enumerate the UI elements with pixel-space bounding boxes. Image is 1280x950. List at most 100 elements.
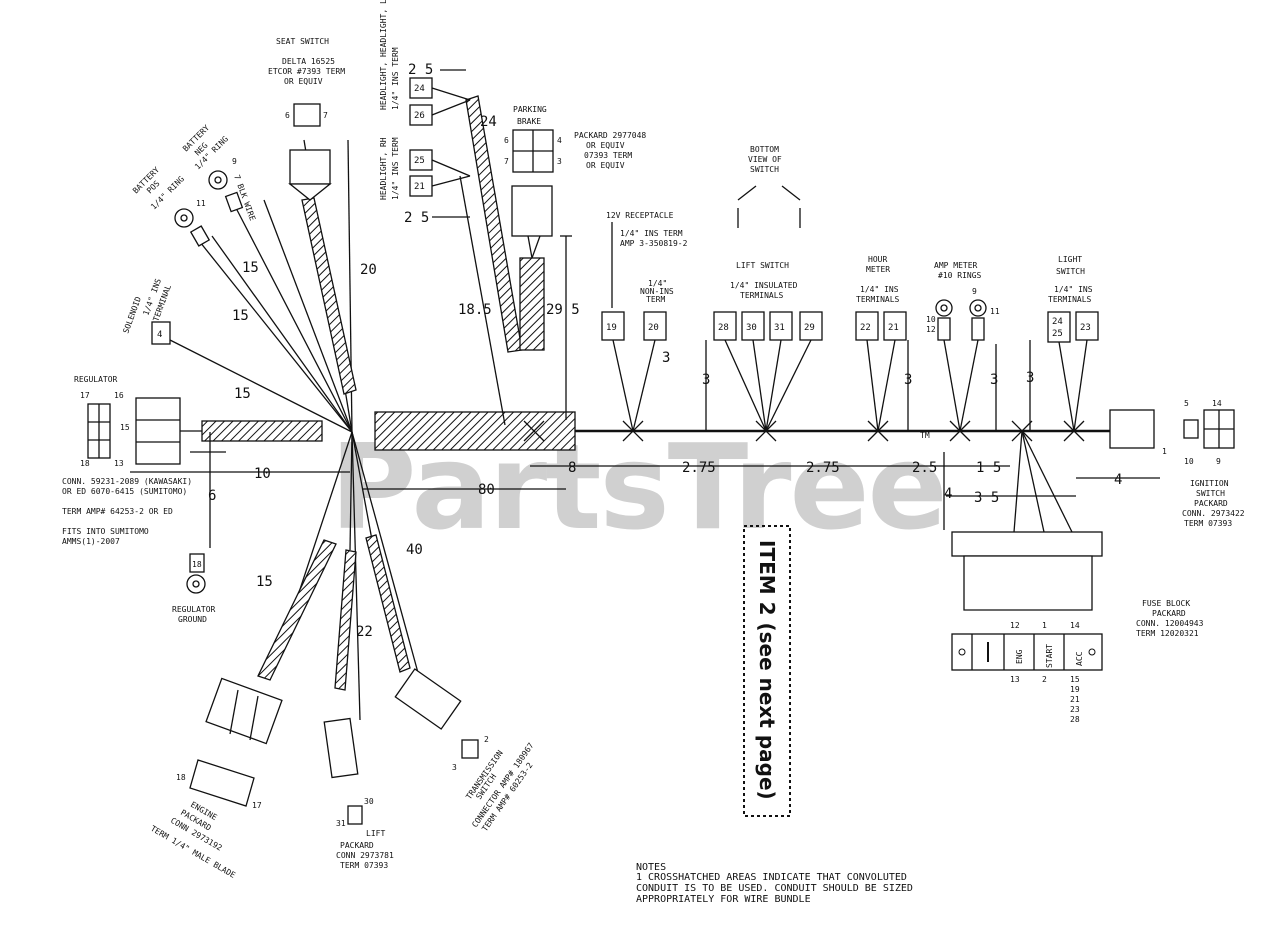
dim-18-5: 18.5 xyxy=(458,302,492,318)
terminal-19-label: 19 xyxy=(606,323,617,333)
seat-switch-connector xyxy=(293,103,321,127)
fuse-block-cover-body xyxy=(963,555,1093,611)
terminal-24-label: 24 xyxy=(414,84,425,94)
fuse-cell-eng: ENG xyxy=(1015,649,1024,664)
regulator-pin5: 13 xyxy=(114,459,124,468)
regulator-note1: CONN. 59231-2089 (KAWASAKI) xyxy=(62,477,192,486)
terminal-21b-label: 21 xyxy=(888,323,899,333)
dim-3-b: 3 xyxy=(702,372,710,388)
notes-line2: CONDUIT IS TO BE USED. CONDUIT SHOULD BE… xyxy=(636,883,913,894)
conduit-runs xyxy=(257,95,545,691)
terminal-30-label: 30 xyxy=(746,323,757,333)
terminal-28-label: 28 xyxy=(718,323,729,333)
fuse-bot7: 28 xyxy=(1070,715,1080,724)
dim-8: 8 xyxy=(568,460,576,476)
hour-meter: HOUR METER 1/4" INS TERMINALS 22 21 3 xyxy=(855,255,912,432)
dim-1-5: 1 5 xyxy=(976,460,1001,476)
regulator: REGULATOR 17 16 15 18 13 CONN. 59231-208… xyxy=(62,375,192,546)
lift-switch-bottom3: SWITCH xyxy=(750,165,779,174)
dim-29-5: 29 5 xyxy=(546,302,580,318)
parking-brake-note4: OR EQUIV xyxy=(586,161,625,170)
main-trunk xyxy=(180,409,1155,451)
parking-brake-title1: PARKING xyxy=(513,105,547,114)
lift-pin2: 30 xyxy=(364,797,374,806)
ignition-pin10: 10 xyxy=(1184,457,1194,466)
lift-switch-bottom2: VIEW OF xyxy=(748,155,782,164)
fuse-cell-acc: ACC xyxy=(1075,651,1084,666)
dim-3-c: 3 xyxy=(904,372,912,388)
seat-switch-line2: ETCOR #7393 TERM xyxy=(268,67,345,76)
terminal-20-label: 20 xyxy=(648,323,659,333)
hour-meter-note2: TERMINALS xyxy=(856,295,900,304)
receptacle-note3: 1/4" xyxy=(648,279,667,288)
fuse-block-cover-top xyxy=(951,531,1103,557)
amp-meter-pin3: 9 xyxy=(972,287,977,296)
seat-switch-line1: DELTA 16525 xyxy=(282,57,335,66)
dim-3-e: 3 xyxy=(1026,370,1034,386)
transmission: 3 2 TRANSMISSION SWITCH CONNECTOR AMP# 1… xyxy=(394,668,536,833)
engine-connector xyxy=(205,677,283,745)
dim-4-v: 4 xyxy=(944,486,952,502)
lift-connector xyxy=(347,805,363,825)
light-switch-note1: 1/4" INS xyxy=(1054,285,1093,294)
amp-meter-pin1: 10 xyxy=(926,315,936,324)
headlight-lh-term: 1/4" INS TERM xyxy=(391,47,400,110)
regulator-ground: 6 18 REGULATOR GROUND xyxy=(172,432,226,624)
engine-pin1: 18 xyxy=(176,773,186,782)
seat-switch-body xyxy=(289,149,331,185)
lift-body xyxy=(323,717,359,779)
dim-24: 24 xyxy=(480,114,497,130)
regulator-note5: AMMS(1)-2007 xyxy=(62,537,120,546)
notes-line3: APPROPRIATELY FOR WIRE BUNDLE xyxy=(636,894,811,905)
lift-title2: PACKARD xyxy=(340,841,374,850)
dim-15-a: 15 xyxy=(242,260,259,276)
parking-brake-title2: BRAKE xyxy=(517,117,541,126)
transmission-connector xyxy=(461,739,479,759)
amp-meter-pin2: 12 xyxy=(926,325,936,334)
engine: 18 17 ENGINE PACKARD CONN 2973192 TERM 1… xyxy=(149,677,283,880)
dimension-labels-left: 15 15 15 15 20 10 80 40 22 xyxy=(130,260,566,640)
fuse-bot3: 15 xyxy=(1070,675,1080,684)
regulator-ground-title2: GROUND xyxy=(178,615,207,624)
terminal-31-label: 31 xyxy=(774,323,785,333)
fuse-bot1: 13 xyxy=(1010,675,1020,684)
fuse-block-housing xyxy=(951,430,1103,611)
fuse-block-title4: TERM 12020321 xyxy=(1136,629,1199,638)
terminal-26-label: 26 xyxy=(414,111,425,121)
dim-40: 40 xyxy=(406,542,423,558)
parking-brake-pin1: 6 xyxy=(504,136,509,145)
terminal-25b-label: 25 xyxy=(1052,329,1063,339)
transmission-conduit xyxy=(365,534,411,673)
hour-meter-note1: 1/4" INS xyxy=(860,285,899,294)
amp-meter-note: #10 RINGS xyxy=(938,271,982,280)
lift-conduit xyxy=(334,549,357,691)
seat-switch-title: SEAT SWITCH xyxy=(276,37,329,46)
dim-15-d: 15 xyxy=(256,574,273,590)
terminal-29-label: 29 xyxy=(804,323,815,333)
fuse-bot4: 19 xyxy=(1070,685,1080,694)
parking-brake-pin4: 3 xyxy=(557,157,562,166)
solenoid-terminal xyxy=(151,321,171,345)
seat-switch: SEAT SWITCH DELTA 16525 ETCOR #7393 TERM… xyxy=(268,37,345,201)
dim-2-75-b: 2.75 xyxy=(806,460,840,476)
parking-brake-note3: 07393 TERM xyxy=(584,151,632,160)
lift-switch-note2: TERMINALS xyxy=(740,291,784,300)
transmission-pin2: 2 xyxy=(484,735,489,744)
fuse-bot5: 21 xyxy=(1070,695,1080,704)
terminal-24b-label: 24 xyxy=(1052,317,1063,327)
regulator-conduit xyxy=(201,420,323,442)
ignition-title5: TERM 07393 xyxy=(1184,519,1232,528)
battery-neg-pin: 9 xyxy=(232,157,237,166)
receptacle-note5: TERM xyxy=(646,295,665,304)
seat-switch-pin-a: 6 xyxy=(285,111,290,120)
light-switch: LIGHT SWITCH 1/4" INS TERMINALS 24 25 23… xyxy=(1026,255,1099,432)
dim-15-b: 15 xyxy=(232,308,249,324)
ignition-switch: 1 5 14 10 9 IGNITION SWITCH PACKARD CONN… xyxy=(1162,399,1245,528)
receptacle-note2: AMP 3-350819-2 xyxy=(620,239,688,248)
regulator-pin2: 16 xyxy=(114,391,124,400)
regulator-note3: TERM AMP# 64253-2 OR ED xyxy=(62,507,173,516)
engine-conduit xyxy=(257,539,337,681)
dim-80: 80 xyxy=(478,482,495,498)
